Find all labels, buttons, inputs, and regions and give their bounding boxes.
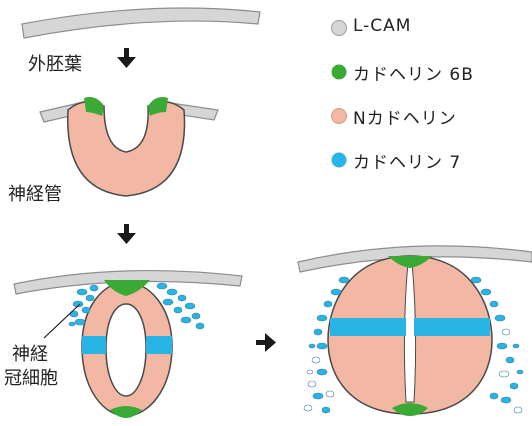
legend-dot-n-cadherin <box>332 109 347 124</box>
neural-crest-pointer-line <box>44 304 80 338</box>
cadherin7-left-band-stage4 <box>330 318 406 336</box>
legend-dot-cadherin-7 <box>332 153 347 168</box>
legend-dot-l-cam <box>332 21 347 36</box>
neural-plate-u <box>68 102 185 196</box>
label-neural-crest-line2: 冠細胞 <box>4 364 58 390</box>
neural-tube-stage4 <box>298 246 532 416</box>
legend-label-n-cadherin: Nカドヘリン <box>353 104 457 129</box>
legend-label-cadherin-6b: カドヘリン 6B <box>353 60 474 85</box>
neural-tube-stage3 <box>14 271 242 418</box>
cadherin7-right-band-stage4 <box>414 318 490 336</box>
cadherin7-right-band <box>146 336 172 354</box>
ectoderm-sheet-stage1 <box>22 8 260 38</box>
arrow-down-2 <box>117 224 136 244</box>
arrow-down-1 <box>117 48 136 68</box>
neural-groove-stage2 <box>40 97 218 196</box>
legend-dot-cadherin-6b <box>332 65 347 80</box>
label-neural-tube: 神経管 <box>8 180 62 206</box>
lumen-slit <box>404 262 415 402</box>
legend-label-l-cam: L-CAM <box>353 16 411 36</box>
legend-label-cadherin-7: カドヘリン 7 <box>353 148 461 173</box>
cadherin7-left-band <box>82 336 106 354</box>
arrow-right-3 <box>256 333 276 352</box>
label-ectoderm: 外胚葉 <box>28 50 82 76</box>
label-neural-crest-line1: 神経 <box>12 340 48 366</box>
